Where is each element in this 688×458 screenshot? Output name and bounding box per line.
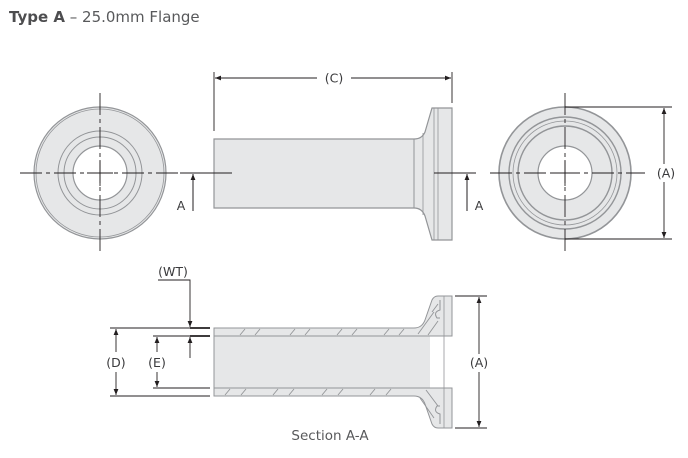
section-top-wall (213, 295, 453, 337)
dimension-wt-label: (WT) (158, 264, 188, 279)
section-marker-left: A (177, 198, 186, 213)
title-type-label: Type A (9, 8, 65, 26)
drawing-title: Type A – 25.0mm Flange (9, 8, 200, 26)
section-marker-right: A (475, 198, 484, 213)
dimension-a-label-top: (A) (657, 166, 675, 181)
dimension-e-label: (E) (148, 355, 166, 370)
left-centerlines (20, 93, 180, 253)
section-hatching (224, 303, 439, 419)
right-end-view: (A) (490, 93, 675, 253)
right-centerlines (490, 93, 645, 253)
wt-leader (158, 279, 193, 327)
title-description: 25.0mm Flange (82, 8, 200, 26)
title-separator: – (64, 8, 83, 26)
dimension-d-label: (D) (106, 355, 125, 370)
ferrule-body (213, 107, 453, 241)
groove-top (435, 300, 441, 319)
side-view: (C) A A (177, 71, 484, 241)
section-caption: Section A-A (291, 428, 369, 444)
section-bottom-wall (213, 387, 453, 429)
dimension-a-label-section: (A) (470, 355, 488, 370)
section-bore (214, 336, 430, 388)
section-view: (D) (E) (WT) (A) Section A-A (106, 264, 488, 444)
left-end-view (20, 93, 180, 253)
groove-bottom (435, 405, 441, 424)
dimension-c-label: (C) (325, 71, 343, 86)
